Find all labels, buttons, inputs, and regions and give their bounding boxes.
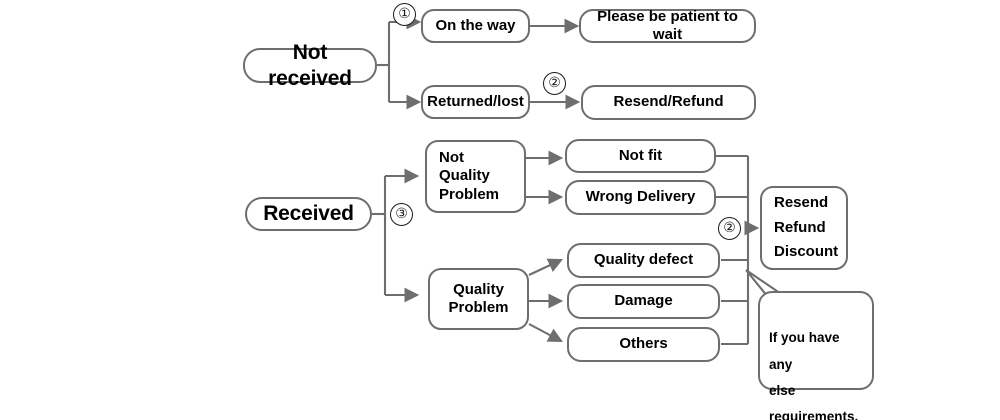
node-not-quality-problem[interactable]: Not Quality Problem [425,140,526,213]
node-please-be-patient-label: Please be patient to wait [597,7,738,43]
node-not-received[interactable]: Not received [243,41,377,90]
node-on-the-way-label: On the way [435,16,516,34]
note-extra-requirements[interactable]: If you have any else requirements, you c… [758,291,874,420]
node-others[interactable]: Others [567,327,720,362]
node-quality-problem-label: Quality Problem [448,280,509,316]
node-others-label: Others [619,335,668,353]
node-damage[interactable]: Damage [567,284,720,319]
node-quality-defect[interactable]: Quality defect [567,243,720,278]
node-not-received-label: Not received [268,40,352,90]
node-resend-refund[interactable]: Resend/Refund [581,85,756,120]
node-quality-problem[interactable]: Quality Problem [428,268,529,330]
marker-circled-3: ③ [390,203,413,226]
marker-circled-2-bottom: ② [718,217,741,240]
node-returned-lost[interactable]: Returned/lost [421,85,530,119]
node-returned-lost-label: Returned/lost [427,92,524,110]
wire-qp-to-quality-defect [528,258,563,276]
marker-circled-3-label: ③ [395,206,408,222]
marker-circled-2-top-label: ② [548,75,561,91]
marker-circled-1-label: ① [398,6,411,22]
node-not-fit-label: Not fit [618,146,663,164]
node-resend-refund-label: Resend/Refund [613,93,724,111]
node-not-quality-problem-label: Not Quality Problem [439,149,500,203]
marker-circled-1: ① [393,3,416,26]
node-resend-refund-discount[interactable]: Resend Refund Discount [760,186,848,270]
marker-circled-2-bottom-label: ② [723,220,736,236]
note-extra-requirements-label: If you have any else requirements, you c… [769,330,859,420]
node-wrong-delivery[interactable]: Wrong Delivery [565,180,716,215]
wire-qp-to-others [528,323,563,343]
marker-circled-2-top: ② [543,72,566,95]
node-on-the-way[interactable]: On the way [421,9,530,43]
node-not-fit[interactable]: Not fit [565,139,716,173]
node-please-be-patient[interactable]: Please be patient to wait [579,7,756,43]
node-wrong-delivery-label: Wrong Delivery [585,188,696,206]
node-received-label: Received [263,202,354,226]
node-quality-defect-label: Quality defect [593,251,694,269]
node-received[interactable]: Received [245,197,372,231]
node-resend-refund-discount-label: Resend Refund Discount [774,193,839,261]
node-damage-label: Damage [614,292,673,310]
